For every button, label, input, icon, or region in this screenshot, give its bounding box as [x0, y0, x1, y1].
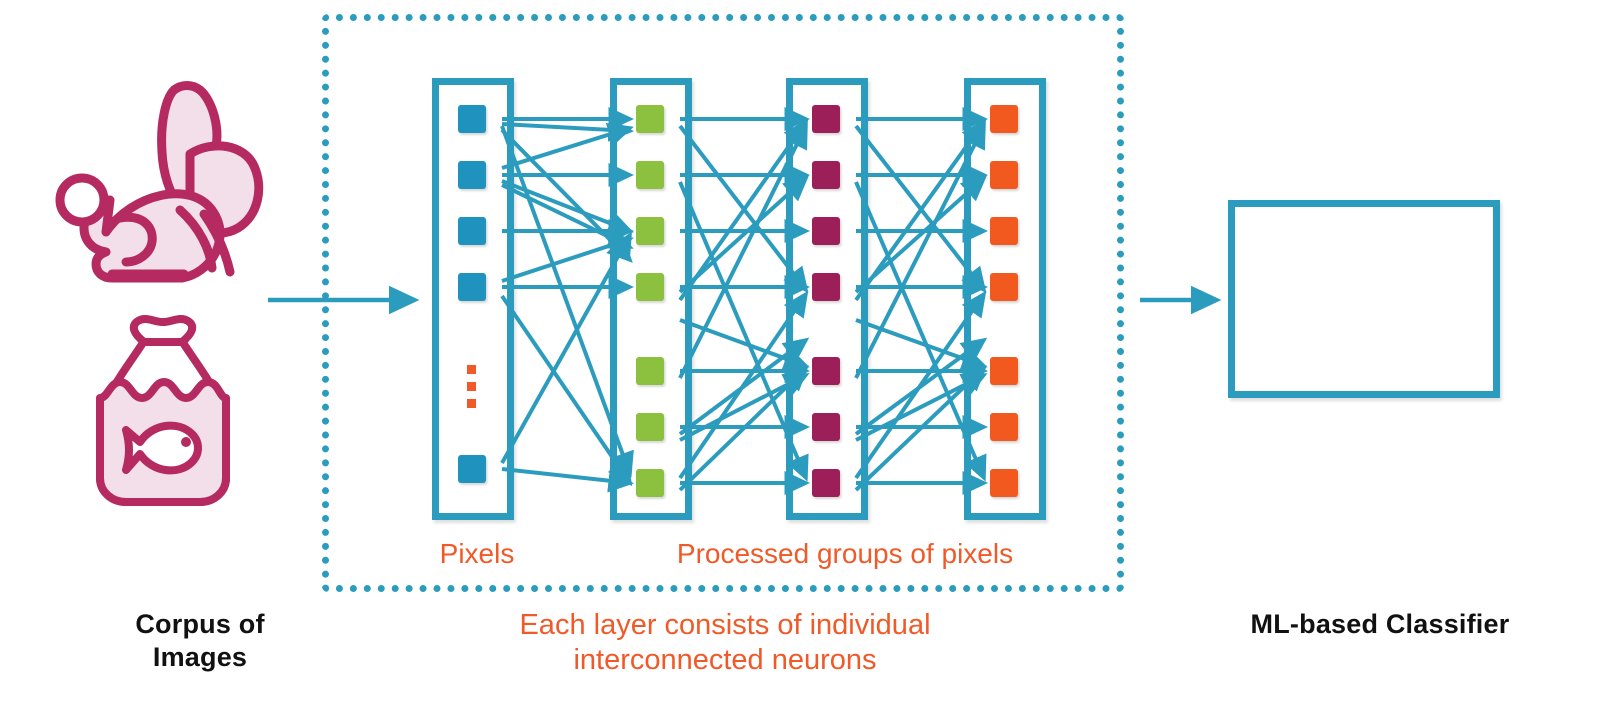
hidden-layer-1-node[interactable] [636, 217, 664, 245]
hidden-layer-2-node[interactable] [812, 105, 840, 133]
input-layer-node[interactable] [458, 217, 486, 245]
each-layer-caption-line2: interconnected neurons [573, 644, 877, 677]
output-layer-node[interactable] [990, 273, 1018, 301]
hidden-layer-2-node[interactable] [812, 217, 840, 245]
ml-based-classifier-label: ML-based Classifier [1250, 609, 1510, 639]
each-layer-caption-line1: Each layer consists of individual [519, 609, 931, 641]
hidden-layer-2-node[interactable] [812, 273, 840, 301]
hidden-layer-1-node[interactable] [636, 105, 664, 133]
fish-in-bag-icon [96, 315, 230, 506]
connections-hidden2-to-output [854, 107, 988, 495]
connections-input-to-hidden1 [500, 107, 634, 493]
each-layer-caption: Each layer consists of individual interc… [430, 608, 1020, 679]
rabbit-icon [55, 81, 264, 283]
hidden-layer-1-node[interactable] [636, 273, 664, 301]
output-layer-node[interactable] [990, 469, 1018, 497]
corpus-of-images-label: Corpus of Images [20, 608, 380, 674]
corpus-label-line2: Images [152, 641, 248, 672]
hidden-layer-2-node[interactable] [812, 357, 840, 385]
hidden-layer-2-node[interactable] [812, 469, 840, 497]
hidden-layer-1-node[interactable] [636, 413, 664, 441]
output-layer-node[interactable] [990, 413, 1018, 441]
input-layer-node[interactable] [458, 105, 486, 133]
hidden-layer-2-node[interactable] [812, 413, 840, 441]
hidden-layer-1-frame [610, 78, 692, 520]
output-layer-node[interactable] [990, 161, 1018, 189]
output-layer-node[interactable] [990, 217, 1018, 245]
corpus-label-line1: Corpus of [135, 609, 265, 639]
neural-network-dotted-boundary [322, 14, 1124, 592]
output-layer-node[interactable] [990, 105, 1018, 133]
hidden-layer-1-node[interactable] [636, 161, 664, 189]
input-layer-node[interactable] [458, 273, 486, 301]
hidden-layer-1-node[interactable] [636, 357, 664, 385]
input-layer-node[interactable] [458, 455, 486, 483]
pixels-label: Pixels [439, 538, 515, 569]
input-layer-frame [432, 78, 514, 520]
connections-hidden1-to-hidden2 [678, 107, 810, 495]
ml-classifier-box [1228, 200, 1500, 398]
hidden-layer-2-node[interactable] [812, 161, 840, 189]
hidden-layer-1-node[interactable] [636, 469, 664, 497]
processed-groups-label: Processed groups of pixels [676, 538, 1014, 569]
output-layer-node[interactable] [990, 357, 1018, 385]
input-layer-node[interactable] [458, 161, 486, 189]
